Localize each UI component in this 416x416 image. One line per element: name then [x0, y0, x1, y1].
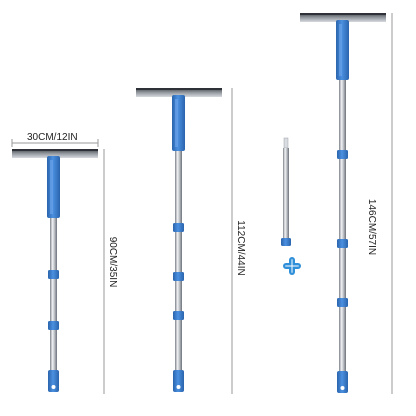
plus-icon [283, 257, 301, 275]
pole-grip [173, 370, 184, 392]
pole-segment [175, 151, 182, 223]
pole-segment [339, 159, 346, 239]
length-label-long: 146CM/57IN [366, 198, 377, 256]
pole-segment [339, 248, 346, 298]
length-label-medium: 112CM/44IN [235, 220, 246, 276]
extension-tip [283, 137, 289, 149]
squeegee-blade [12, 149, 98, 158]
squeegee-blade [300, 13, 386, 22]
hang-hole [176, 385, 181, 389]
pole-segment [50, 330, 57, 370]
width-label: 30CM/12IN [27, 132, 78, 143]
pole-segment [50, 279, 57, 321]
pole-segment [50, 218, 57, 270]
pole-joint [48, 321, 59, 330]
squeegee-medium [136, 88, 233, 394]
pole-segment [339, 80, 346, 150]
pole-segment [175, 232, 182, 272]
length-label-short: 90CM/35IN [107, 236, 118, 288]
squeegee-long [300, 13, 393, 394]
pole-segment [175, 320, 182, 370]
hang-hole [340, 386, 345, 390]
pole-joint [173, 311, 184, 320]
squeegee-short [11, 139, 105, 394]
squeegee-head [47, 156, 60, 218]
pole-grip [48, 370, 59, 392]
pole-joint [337, 150, 348, 159]
pole-joint [281, 238, 291, 246]
hang-hole [51, 385, 56, 389]
squeegee-blade [136, 88, 222, 97]
pole-joint [48, 270, 59, 279]
pole-segment [283, 148, 289, 238]
squeegee-head [336, 20, 349, 80]
pole-joint [173, 272, 184, 281]
pole-joint [173, 223, 184, 232]
pole-joint [337, 239, 348, 248]
pole-segment [175, 281, 182, 311]
pole-segment [339, 307, 346, 371]
squeegee-head [172, 95, 185, 151]
pole-grip [337, 371, 348, 393]
extension-pole [281, 137, 301, 275]
pole-joint [337, 298, 348, 307]
